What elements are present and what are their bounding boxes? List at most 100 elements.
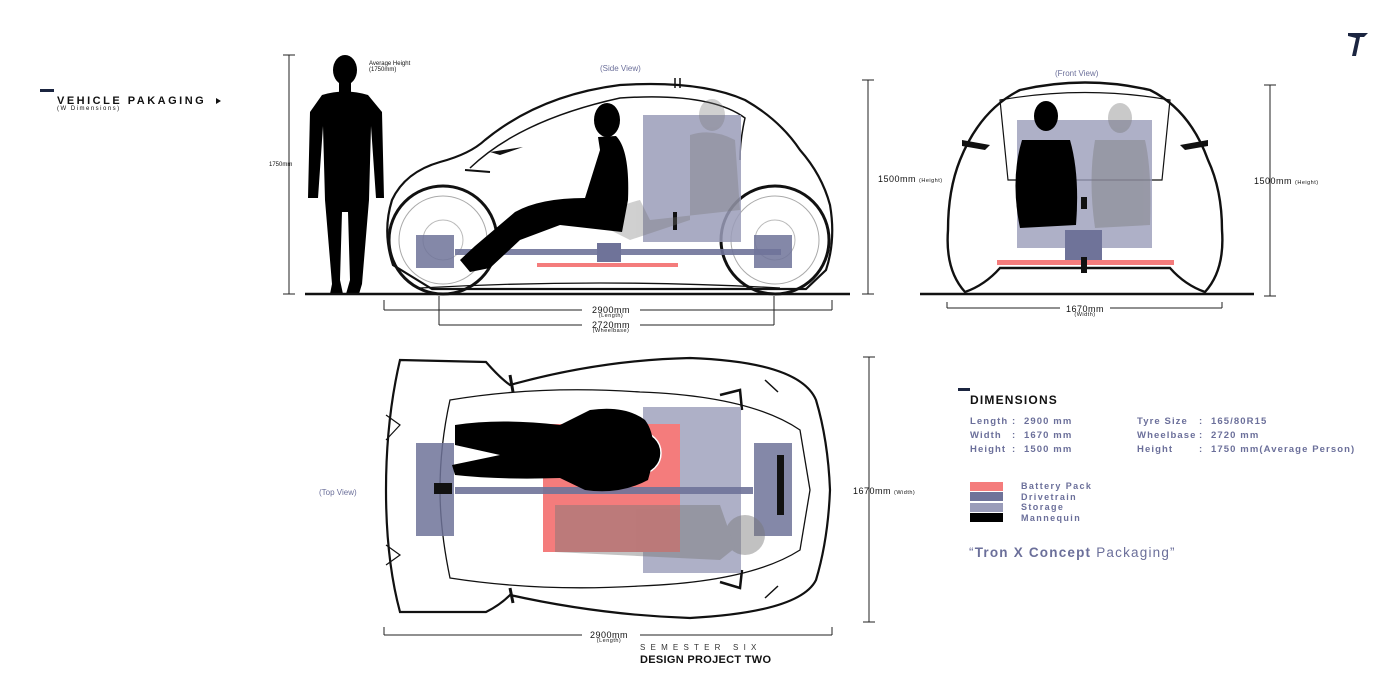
dim-key: Wheelbase <box>1137 430 1197 441</box>
dim-value: 2900 mm <box>1024 416 1073 427</box>
top-length-note: (Length) <box>596 638 622 644</box>
dimensions-heading: DIMENSIONS <box>970 393 1059 407</box>
top-width-note: (Width) <box>894 490 916 496</box>
legend-label: Mannequin <box>1021 512 1082 523</box>
header-accent <box>40 89 54 92</box>
dim-value: 1500 mm <box>1024 444 1073 455</box>
side-ghost-passenger <box>608 99 740 240</box>
side-wheelbase-dim: 2720mm (Wheelbase) <box>586 320 636 334</box>
header-arrow-icon <box>216 98 221 104</box>
human-silhouette <box>308 55 384 294</box>
side-front-motor <box>416 235 454 268</box>
dimensions-left-column: Length:2900 mm Width:1670 mm Height:1500… <box>970 415 1072 457</box>
dim-sep: : <box>1012 430 1017 441</box>
side-height-note: (Height) <box>919 178 943 184</box>
human-height-mark: 1750mm <box>269 162 293 168</box>
side-driver-silhouette <box>460 103 629 272</box>
front-height-value: 1500mm <box>1254 176 1293 186</box>
tagline-open-quote: “ <box>969 545 975 560</box>
dim-row-tyre: Tyre Size:165/80R15 <box>1137 415 1355 429</box>
dim-value: 165/80R15 <box>1211 416 1268 427</box>
side-wheelbase-value: 2720mm <box>591 320 630 330</box>
side-center-unit <box>597 243 621 262</box>
dim-sep: : <box>1199 430 1204 441</box>
side-battery <box>537 263 678 267</box>
dim-row-length: Length:2900 mm <box>970 415 1072 429</box>
legend: Battery Pack Drivetrain Storage Mannequi… <box>970 481 1092 523</box>
front-car-body <box>946 81 1224 294</box>
side-storage <box>643 115 741 242</box>
front-width-dim: 1670mm (Width) <box>1062 304 1108 318</box>
top-car-body <box>384 356 832 620</box>
dim-sep: : <box>1199 444 1204 455</box>
side-length-note: (Length) <box>598 313 624 319</box>
top-ghost-passenger <box>555 505 765 560</box>
human-label-line1: Average Height <box>369 61 411 67</box>
legend-label: Drivetrain <box>1021 491 1078 502</box>
side-wheelbase-note: (Wheelbase) <box>592 328 630 334</box>
top-rear-motor <box>754 443 792 536</box>
top-length-dim: 2900mm (Length) <box>586 630 632 644</box>
footer-semester: SEMESTER SIX <box>640 643 762 652</box>
legend-label: Battery Pack <box>1021 481 1093 492</box>
front-view <box>920 81 1276 309</box>
dim-value: 1750 mm(Average Person) <box>1211 444 1356 455</box>
legend-item-battery: Battery Pack <box>970 481 1092 492</box>
legend-swatch <box>970 502 1003 512</box>
legend-item-drivetrain: Drivetrain <box>970 492 1092 503</box>
human-label: Average Height (1750mm) <box>369 61 410 73</box>
brand-logo-icon <box>1348 33 1368 56</box>
page-title: VEHICLE PAKAGING <box>57 95 207 107</box>
legend-item-mannequin: Mannequin <box>970 513 1092 524</box>
dim-row-width: Width:1670 mm <box>970 429 1072 443</box>
dim-row-wheelbase: Wheelbase:2720 mm <box>1137 429 1355 443</box>
dim-sep: : <box>1199 416 1204 427</box>
dimensions-right-column: Tyre Size:165/80R15 Wheelbase:2720 mm He… <box>1137 415 1355 457</box>
dim-row-height: Height:1500 mm <box>970 443 1072 457</box>
dim-key: Length <box>970 416 1009 427</box>
legend-swatch <box>970 492 1003 502</box>
side-length-dim: 2900mm (Length) <box>586 305 636 319</box>
side-length-value: 2900mm <box>591 305 630 315</box>
front-driver-silhouette <box>1015 101 1078 228</box>
dim-sep: : <box>1012 416 1017 427</box>
side-car-body <box>386 82 834 291</box>
top-view-label: (Top View) <box>319 488 357 497</box>
front-view-label: (Front View) <box>1055 69 1099 78</box>
tagline-rest: Packaging” <box>1091 545 1176 560</box>
dim-value: 1670 mm <box>1024 430 1073 441</box>
front-drivetrain <box>1065 230 1102 260</box>
front-height-dim: 1500mm (Height) <box>1254 176 1319 186</box>
top-length-value: 2900mm <box>589 630 628 640</box>
legend-label: Storage <box>1021 502 1065 513</box>
side-view-label: (Side View) <box>600 64 641 73</box>
tagline: “Tron X Concept Packaging” <box>969 545 1176 560</box>
side-height-dim: 1500mm (Height) <box>878 174 943 184</box>
dim-key: Width <box>970 430 1002 441</box>
front-width-note: (Width) <box>1074 312 1096 318</box>
top-width-dim: 1670mm (Width) <box>853 486 915 496</box>
dimensions-accent <box>958 388 970 391</box>
front-width-value: 1670mm <box>1065 304 1104 314</box>
side-view <box>283 54 874 326</box>
footer-project: DESIGN PROJECT TWO <box>640 654 772 666</box>
dim-key: Height <box>1137 444 1174 455</box>
dim-row-person-height: Height:1750 mm(Average Person) <box>1137 443 1355 457</box>
page-subtitle: (W Dimensions) <box>57 106 121 112</box>
front-height-note: (Height) <box>1295 180 1319 186</box>
top-width-value: 1670mm <box>853 486 892 496</box>
front-ghost-passenger <box>1091 103 1151 228</box>
human-label-line2: (1750mm) <box>369 67 397 73</box>
side-height-value: 1500mm <box>878 174 917 184</box>
legend-swatch <box>970 513 1003 523</box>
legend-item-storage: Storage <box>970 502 1092 513</box>
dim-value: 2720 mm <box>1211 430 1260 441</box>
dim-key: Height <box>970 444 1007 455</box>
top-view <box>383 356 875 636</box>
dim-key: Tyre Size <box>1137 416 1188 427</box>
dim-sep: : <box>1012 444 1017 455</box>
top-driver-silhouette <box>452 408 662 492</box>
tagline-strong: Tron X Concept <box>974 545 1092 560</box>
legend-swatch <box>970 481 1003 491</box>
